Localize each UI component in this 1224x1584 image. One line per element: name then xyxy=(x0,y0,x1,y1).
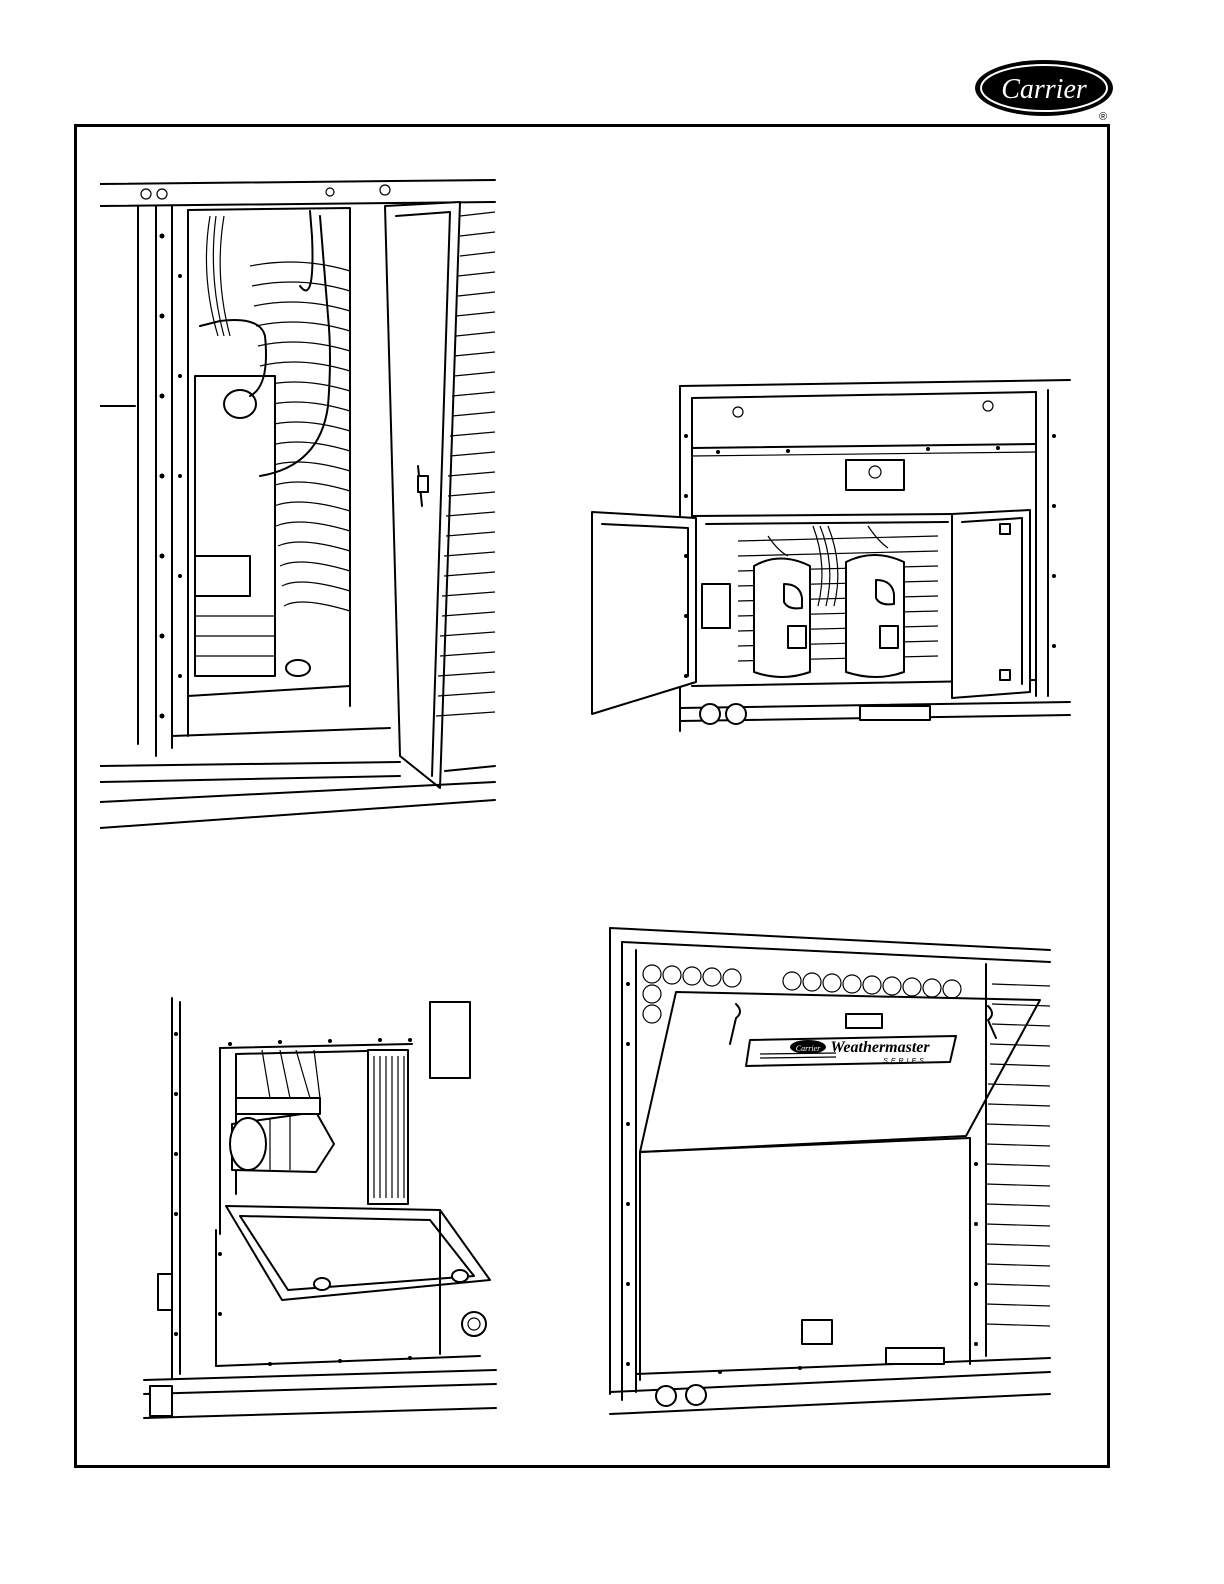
logo-text: Carrier xyxy=(1001,74,1087,105)
figure-filter-access-panel: Carrier Weathermaster SERIES xyxy=(600,924,1055,1430)
carrier-logo: Carrier ® xyxy=(972,58,1122,124)
badge-brand-text: Carrier xyxy=(796,1044,821,1053)
badge-series-text: SERIES xyxy=(883,1058,927,1065)
weathermaster-badge: Carrier Weathermaster SERIES xyxy=(746,1036,956,1066)
figure-compressor-access xyxy=(100,176,500,836)
registered-mark: ® xyxy=(1099,111,1107,123)
compressor-access-illustration-icon xyxy=(100,176,500,836)
badge-product-name: Weathermaster xyxy=(830,1039,930,1056)
dual-compressor-access-illustration-icon xyxy=(588,376,1073,736)
filter-access-panel-illustration-icon: Carrier Weathermaster SERIES xyxy=(600,924,1055,1430)
figure-blower-motor-access xyxy=(140,994,500,1424)
carrier-oval-logo-icon: Carrier ® xyxy=(972,58,1122,124)
figure-dual-compressor-access xyxy=(588,376,1073,736)
blower-motor-access-illustration-icon xyxy=(140,994,500,1424)
